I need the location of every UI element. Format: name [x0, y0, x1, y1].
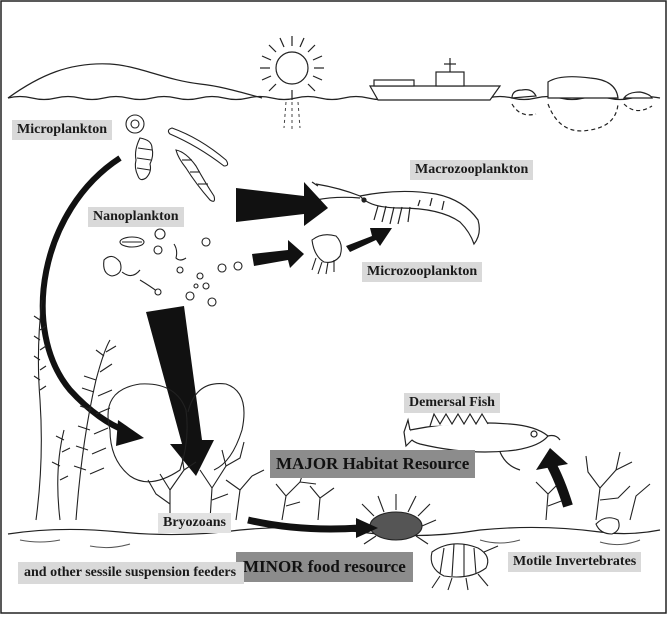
sediment-marks	[20, 540, 640, 548]
island-hill-icon	[8, 64, 262, 98]
label-nanoplankton: Nanoplankton	[88, 207, 184, 227]
label-bryozoans: Bryozoans	[158, 513, 231, 533]
microzooplankton-icon	[312, 235, 341, 274]
sun-icon	[260, 36, 324, 100]
light-rays	[284, 102, 300, 132]
label-microplankton: Microplankton	[12, 120, 112, 140]
arrow-microplankton-to-benthos-head	[116, 420, 144, 446]
label-sessile-suspension-feeders: and other sessile suspension feeders	[18, 562, 244, 584]
nanoplankton-icons	[104, 229, 242, 306]
ship-icon	[370, 58, 500, 100]
arrow-invertebrates-to-fish-head	[536, 448, 568, 470]
arrow-microzoo-to-macro	[346, 228, 392, 252]
urchin-icon	[356, 494, 436, 544]
arrow-plankton-to-benthos	[146, 306, 214, 476]
arrow-invertebrates-to-fish	[550, 462, 568, 506]
label-motile-invertebrates: Motile Invertebrates	[508, 552, 641, 572]
label-minor-food-resource: MINOR food resource	[236, 552, 413, 582]
shrimp-icon	[312, 182, 479, 244]
arrow-nano-to-microzoo	[252, 240, 304, 268]
arrow-microplankton-to-benthos	[43, 158, 124, 430]
microplankton-icons	[126, 115, 228, 201]
label-macrozooplankton: Macrozooplankton	[410, 160, 533, 180]
label-major-habitat-resource: MAJOR Habitat Resource	[270, 450, 475, 478]
ice-floes	[512, 77, 652, 131]
label-microzooplankton: Microzooplankton	[362, 262, 482, 282]
label-demersal-fish: Demersal Fish	[404, 393, 500, 413]
arrow-nano-to-macro	[236, 182, 328, 226]
isopod-icon	[431, 544, 498, 590]
